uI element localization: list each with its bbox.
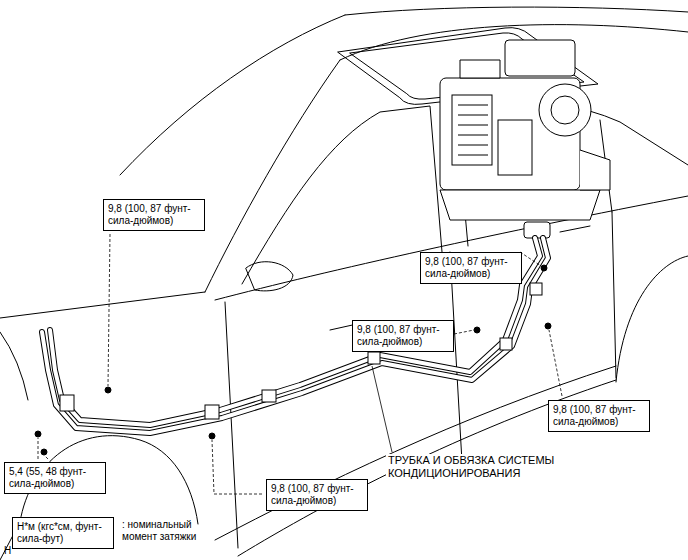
torque-callout-box: 5,4 (55, 48 фунт-сила-дюймов)	[4, 462, 106, 494]
bolt	[474, 327, 480, 333]
bolt	[545, 323, 551, 329]
clamps	[35, 255, 551, 455]
clamp	[262, 390, 276, 402]
core-fins	[458, 105, 488, 155]
bolt	[41, 449, 47, 455]
torque-callout-box: 9,8 (100, 87 фунт-сила-дюймов)	[352, 320, 454, 352]
pipe-fill	[42, 238, 548, 433]
a-pillar	[205, 60, 340, 292]
front-door-edge	[225, 302, 238, 548]
rear-wheel-arch	[616, 256, 688, 382]
blower	[539, 84, 591, 136]
blower-hub	[551, 96, 579, 124]
door-handle	[330, 226, 590, 330]
bolt	[105, 387, 111, 393]
torque-callout-box: 9,8 (100, 87 фунт-сила-дюймов)	[266, 479, 368, 511]
rear-door-edge	[612, 212, 616, 378]
windshield-top	[120, 15, 345, 175]
bolt	[209, 433, 215, 439]
roof-outer	[345, 7, 688, 15]
heater-core	[452, 95, 492, 165]
door-bottom	[215, 366, 616, 540]
torque-value: 5,4 (55, 48 фунт-сила-дюймов)	[9, 466, 101, 490]
leader-line	[372, 366, 392, 452]
unit-text: Н*м (кгс*см, фунт-сила-фут)	[17, 521, 109, 545]
torque-value: 9,8 (100, 87 фунт-сила-дюймов)	[271, 483, 363, 507]
hvac-top	[460, 60, 500, 78]
part-name: ТРУБКА И ОБВЯЗКА СИСТЕМЫ КОНДИЦИОНИРОВАН…	[386, 454, 572, 480]
evaporator	[498, 120, 532, 175]
legend-description: : номинальный момент затяжки	[122, 519, 214, 543]
leader-line	[454, 330, 474, 334]
clamp	[500, 338, 512, 350]
hvac-base	[440, 190, 600, 220]
front-window	[242, 106, 442, 284]
clamp	[368, 352, 380, 364]
clamp	[60, 395, 74, 411]
hvac-unit	[440, 40, 610, 238]
torque-value: 9,8 (100, 87 фунт-сила-дюймов)	[108, 203, 200, 227]
clamp	[205, 405, 219, 419]
expansion-valve	[524, 222, 550, 238]
leader-line	[549, 330, 562, 396]
leader-line	[38, 438, 48, 459]
figure-code: H	[4, 545, 11, 557]
hvac-duct	[580, 150, 610, 190]
clamp	[530, 283, 542, 295]
ac-pipes	[42, 238, 548, 433]
mirror	[246, 262, 293, 291]
torque-callout-box: 9,8 (100, 87 фунт-сила-дюймов)	[548, 400, 650, 432]
torque-value: 9,8 (100, 87 фунт-сила-дюймов)	[553, 404, 645, 428]
torque-callout-box: 9,8 (100, 87 фунт-сила-дюймов)	[420, 252, 522, 284]
pipe-outline	[42, 238, 548, 433]
leader-line	[212, 440, 262, 494]
hood-line	[0, 292, 205, 318]
torque-value: 9,8 (100, 87 фунт-сила-дюймов)	[357, 324, 449, 348]
hvac-intake	[505, 40, 575, 76]
bolt	[541, 265, 547, 271]
torque-callout-box: 9,8 (100, 87 фунт-сила-дюймов)	[103, 199, 205, 231]
bolt	[35, 431, 41, 437]
legend-box: Н*м (кгс*см, фунт-сила-фут)	[12, 517, 114, 549]
leader-line	[108, 234, 110, 386]
torque-value: 9,8 (100, 87 фунт-сила-дюймов)	[425, 256, 517, 280]
front-line	[0, 332, 28, 400]
